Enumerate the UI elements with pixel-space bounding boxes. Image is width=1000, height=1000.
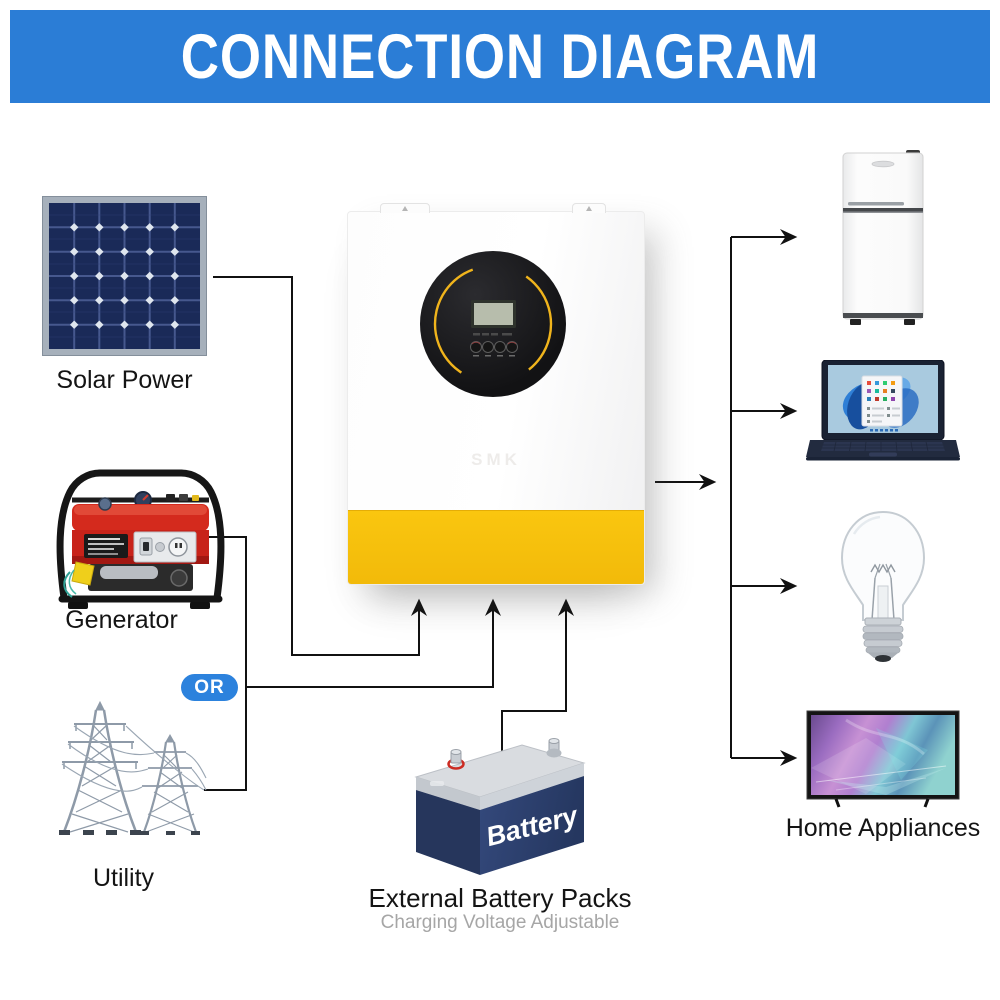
battery-icon: Battery	[414, 738, 586, 875]
inverter-watermark: SMK	[471, 450, 521, 469]
battery-title: External Battery Packs	[368, 883, 632, 913]
solar-inverter-icon: SMK	[347, 203, 645, 585]
mounting-tab-right	[572, 203, 606, 213]
inverter-display-panel	[420, 251, 566, 397]
title-banner: CONNECTION DIAGRAM	[10, 10, 990, 103]
solar-power-label: Solar Power	[56, 366, 193, 394]
page-title: CONNECTION DIAGRAM	[180, 21, 820, 92]
connector-or-to-inverter	[246, 598, 501, 688]
battery-subtitle: Charging Voltage Adjustable	[380, 912, 620, 933]
solar-panel-icon	[42, 196, 207, 356]
refrigerator-icon	[842, 150, 924, 325]
mounting-tab-left	[380, 203, 430, 213]
home-appliances-label: Home Appliances	[785, 814, 981, 842]
connector-battery-to-inverter	[501, 598, 574, 752]
inverter-yellow-band	[348, 510, 644, 584]
light-bulb-icon	[840, 510, 926, 662]
or-badge-label: OR	[194, 676, 225, 698]
generator-icon	[56, 469, 225, 609]
generator-label: Generator	[65, 606, 178, 634]
laptop-icon	[806, 360, 960, 461]
utility-towers-icon	[59, 700, 207, 835]
or-badge: OR	[181, 674, 238, 701]
tv-icon	[806, 710, 960, 808]
utility-label: Utility	[92, 864, 155, 892]
